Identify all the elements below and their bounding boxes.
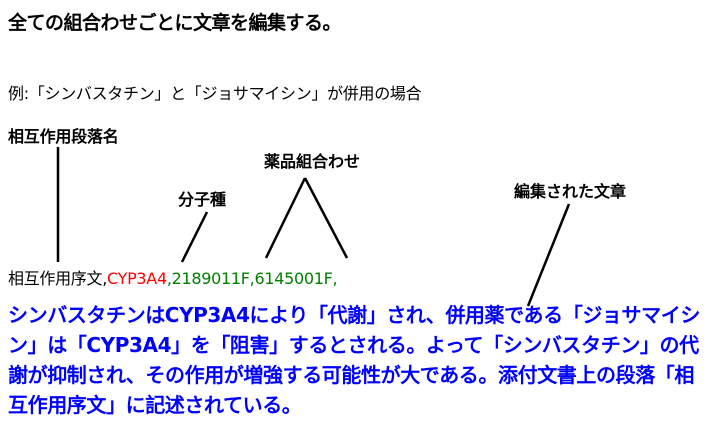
sample-line: 相互作用序文,CYP3A4,2189011F,6145001F, [8,265,338,289]
sample-section-name: 相互作用序文 [8,269,103,288]
edited-paragraph: シンバスタチンはCYP3A4により「代謝」され、併用薬である「ジョサマイシン」は… [8,303,700,417]
label-drug-combination: 薬品組合わせ [264,152,361,171]
connector-drug-combination-left [264,177,307,259]
sample-drug-codes: ,2189011F,6145001F, [166,269,338,288]
example-caption: 例:「シンバスタチン」と「ジョサマイシン」が併用の場合 [8,84,422,103]
label-section-name: 相互作用段落名 [8,127,119,146]
sample-molecular-species: CYP3A4 [107,269,167,288]
connector-molecular-species [180,211,209,263]
sample-separator: , [102,269,107,288]
label-edited-text: 編集された文章 [514,182,627,201]
connector-edited-text [526,203,571,307]
label-molecular-species: 分子種 [178,190,227,209]
connector-drug-combination-right [303,177,349,259]
page-title: 全ての組合わせごとに文章を編集する。 [8,12,342,34]
